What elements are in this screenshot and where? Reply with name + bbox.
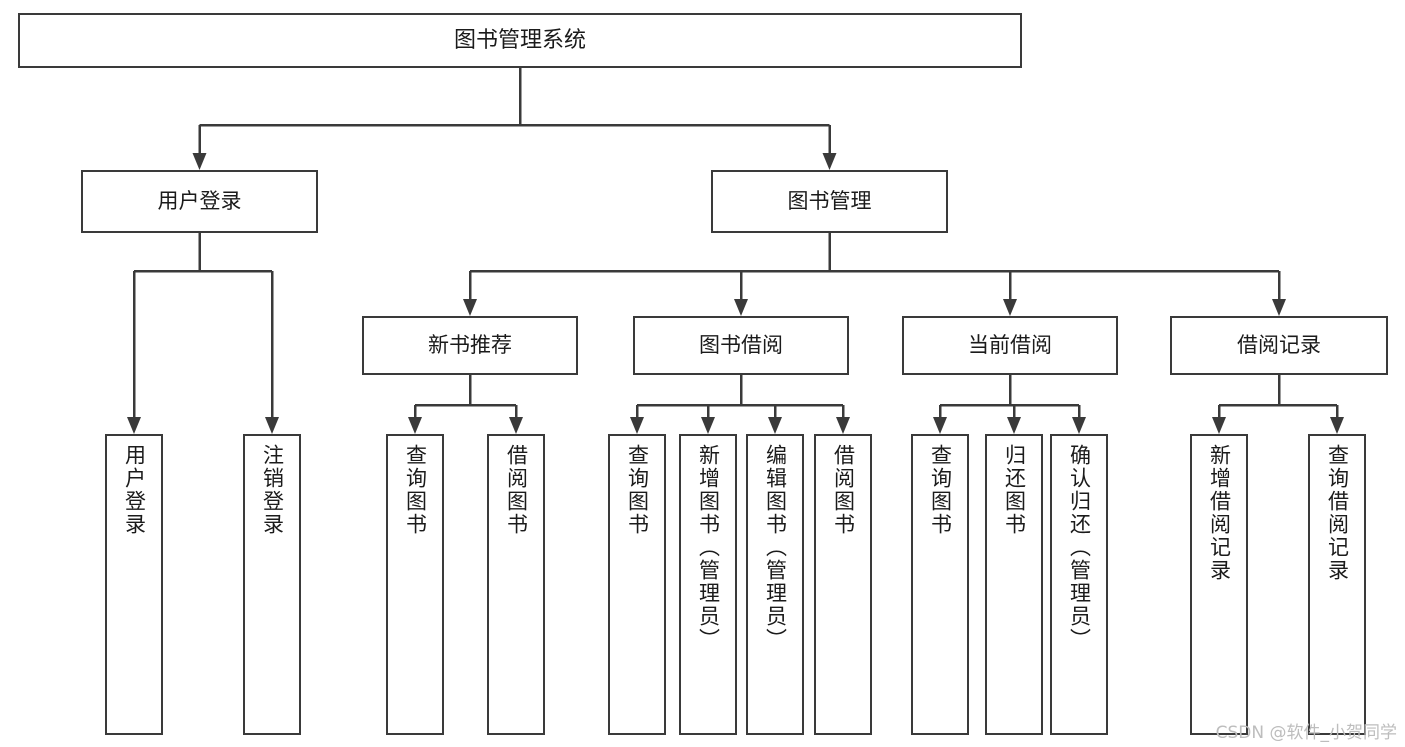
- node-label: 图书借阅: [699, 333, 783, 358]
- node-n-borrow[interactable]: 图书借阅: [633, 316, 849, 375]
- node-label: 图书管理: [787, 189, 872, 214]
- node-n-login[interactable]: 用户登录: [81, 170, 318, 233]
- node-n-book[interactable]: 图书管理: [711, 170, 948, 233]
- node-l-login-1[interactable]: 用户登录: [105, 434, 163, 735]
- node-label: 用户登录: [157, 189, 242, 214]
- node-l-rec-1[interactable]: 新增借阅记录: [1190, 434, 1248, 735]
- node-l-cur-3[interactable]: 确认归还（管理员）: [1050, 434, 1108, 735]
- node-l-bor-3[interactable]: 编辑图书（管理员）: [746, 434, 804, 735]
- node-label: 新增图书（管理员）: [696, 444, 721, 651]
- node-n-new[interactable]: 新书推荐: [362, 316, 578, 375]
- node-label: 新增借阅记录: [1207, 444, 1232, 582]
- node-label: 确认归还（管理员）: [1067, 444, 1092, 651]
- node-label: 查询图书: [403, 444, 428, 536]
- node-n-record[interactable]: 借阅记录: [1170, 316, 1388, 375]
- node-n-current[interactable]: 当前借阅: [902, 316, 1118, 375]
- node-label: 借阅记录: [1237, 333, 1321, 358]
- node-label: 借阅图书: [504, 444, 529, 536]
- node-label: 查询借阅记录: [1325, 444, 1350, 582]
- node-label: 新书推荐: [428, 333, 512, 358]
- node-l-bor-4[interactable]: 借阅图书: [814, 434, 872, 735]
- node-l-new-2[interactable]: 借阅图书: [487, 434, 545, 735]
- node-label: 当前借阅: [968, 333, 1052, 358]
- node-label: 用户登录: [122, 444, 147, 536]
- csdn-watermark: CSDN @软件_小贺同学: [1215, 723, 1397, 743]
- node-label: 查询图书: [625, 444, 650, 536]
- node-label: 查询图书: [928, 444, 953, 536]
- node-l-bor-1[interactable]: 查询图书: [608, 434, 666, 735]
- node-label: 编辑图书（管理员）: [763, 444, 788, 651]
- node-l-login-2[interactable]: 注销登录: [243, 434, 301, 735]
- node-label: 归还图书: [1002, 444, 1027, 536]
- node-label: 图书管理系统: [453, 27, 586, 53]
- node-l-new-1[interactable]: 查询图书: [386, 434, 444, 735]
- node-root[interactable]: 图书管理系统: [18, 13, 1022, 68]
- node-label: 借阅图书: [831, 444, 856, 536]
- node-l-cur-1[interactable]: 查询图书: [911, 434, 969, 735]
- node-label: 注销登录: [260, 444, 285, 536]
- node-l-bor-2[interactable]: 新增图书（管理员）: [679, 434, 737, 735]
- node-l-cur-2[interactable]: 归还图书: [985, 434, 1043, 735]
- node-l-rec-2[interactable]: 查询借阅记录: [1308, 434, 1366, 735]
